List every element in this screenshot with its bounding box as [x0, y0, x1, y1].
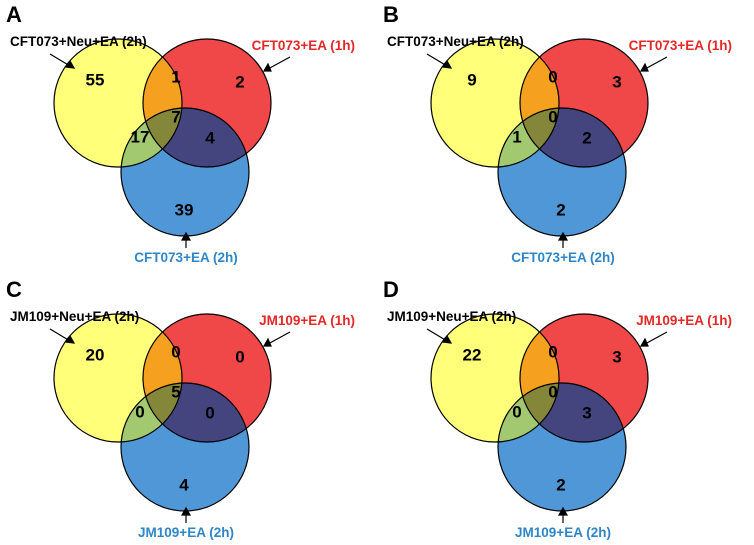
label-red-set: JM109+EA (1h): [636, 313, 732, 328]
count-yellow-only: 22: [463, 346, 482, 365]
count-red-only: 0: [235, 348, 244, 367]
red-circle: [519, 313, 649, 443]
count-blue-only: 2: [556, 476, 565, 495]
arrow-yellow: [426, 328, 448, 342]
count-yellow-red: 1: [171, 68, 180, 87]
count-yellow-blue: 17: [131, 128, 150, 147]
count-yellow-only: 9: [467, 71, 476, 90]
venn-fills: [431, 314, 648, 511]
venn-panel-b: B CFT073+Neu+EA (2h) CFT073+EA (1h) CFT073+…: [383, 2, 732, 265]
yellow-circle: [53, 38, 183, 168]
red-circle: [142, 313, 272, 443]
venn-fills: [54, 39, 271, 236]
count-all-three: 5: [171, 383, 180, 402]
count-red-only: 2: [235, 73, 244, 92]
label-blue-set: JM109+EA (2h): [138, 525, 234, 540]
label-red-set: CFT073+EA (1h): [629, 38, 732, 53]
label-blue-set: JM109+EA (2h): [515, 525, 611, 540]
count-red-blue: 0: [205, 404, 214, 423]
count-blue-only: 4: [179, 476, 189, 495]
venn-panel-a: A CFT073+Neu+EA (2h) CFT073+EA (1h) CFT073+…: [6, 2, 355, 265]
count-yellow-blue: 0: [135, 403, 144, 422]
arrowhead-blue: [180, 506, 192, 516]
pointer-arrows: [426, 53, 668, 248]
region-fill-yellow-blue: [121, 108, 182, 167]
arrowhead-blue: [180, 231, 192, 241]
count-red-blue: 3: [582, 404, 591, 423]
count-yellow-red: 0: [548, 343, 557, 362]
count-all-three: 7: [171, 108, 180, 127]
region-fill-yellow-blue: [498, 108, 559, 167]
arrowhead-red: [262, 337, 272, 347]
label-yellow-set: CFT073+Neu+EA (2h): [387, 34, 524, 49]
arrowhead-yellow: [441, 334, 453, 344]
count-yellow-blue: 0: [512, 403, 521, 422]
arrow-yellow: [49, 328, 71, 342]
yellow-circle: [430, 313, 560, 443]
yellow-circle: [430, 38, 560, 168]
label-yellow-set: CFT073+Neu+EA (2h): [10, 34, 147, 49]
pointer-arrows: [49, 328, 291, 523]
label-blue-set: CFT073+EA (2h): [134, 250, 237, 265]
count-yellow-red: 0: [171, 343, 180, 362]
count-red-blue: 4: [205, 129, 215, 148]
count-blue-only: 2: [556, 201, 565, 220]
arrow-red: [267, 331, 291, 345]
region-fill-yellow-blue: [498, 383, 559, 442]
arrowhead-red: [262, 62, 272, 72]
arrow-red: [644, 56, 668, 70]
arrowhead-yellow: [64, 59, 76, 69]
region-fill-yellow-blue: [121, 383, 182, 442]
pointer-arrows: [426, 328, 668, 523]
count-red-only: 3: [612, 348, 621, 367]
venn-fills: [431, 39, 648, 236]
count-all-three: 0: [548, 383, 557, 402]
pointer-arrows: [49, 53, 291, 248]
label-yellow-set: JM109+Neu+EA (2h): [387, 309, 516, 324]
arrow-red: [267, 56, 291, 70]
venn-fills: [54, 314, 271, 511]
arrowhead-blue: [557, 231, 569, 241]
panel-letter: B: [383, 2, 399, 27]
count-red-only: 3: [612, 73, 621, 92]
arrow-red: [644, 331, 668, 345]
count-yellow-only: 20: [86, 346, 105, 365]
count-yellow-red: 0: [548, 68, 557, 87]
label-red-set: JM109+EA (1h): [259, 313, 355, 328]
count-blue-only: 39: [175, 201, 194, 220]
yellow-circle: [53, 313, 183, 443]
label-yellow-set: JM109+Neu+EA (2h): [10, 309, 139, 324]
count-all-three: 0: [548, 108, 557, 127]
label-blue-set: CFT073+EA (2h): [511, 250, 614, 265]
arrowhead-red: [639, 62, 649, 72]
arrowhead-blue: [557, 506, 569, 516]
arrowhead-yellow: [441, 59, 453, 69]
venn-panel-d: D JM109+Neu+EA (2h) JM109+EA (1h) JM109+EA …: [383, 277, 732, 540]
arrowhead-yellow: [64, 334, 76, 344]
red-circle: [142, 38, 272, 168]
label-red-set: CFT073+EA (1h): [252, 38, 355, 53]
arrow-yellow: [426, 53, 448, 67]
panel-letter: C: [6, 277, 22, 302]
panel-letter: A: [6, 2, 22, 27]
arrow-yellow: [49, 53, 71, 67]
count-red-blue: 2: [582, 129, 591, 148]
arrowhead-red: [639, 337, 649, 347]
red-circle: [519, 38, 649, 168]
count-yellow-only: 55: [86, 71, 105, 90]
panel-letter: D: [383, 277, 399, 302]
venn-panel-c: C JM109+Neu+EA (2h) JM109+EA (1h) JM109+EA …: [6, 277, 355, 540]
count-yellow-blue: 1: [512, 128, 521, 147]
